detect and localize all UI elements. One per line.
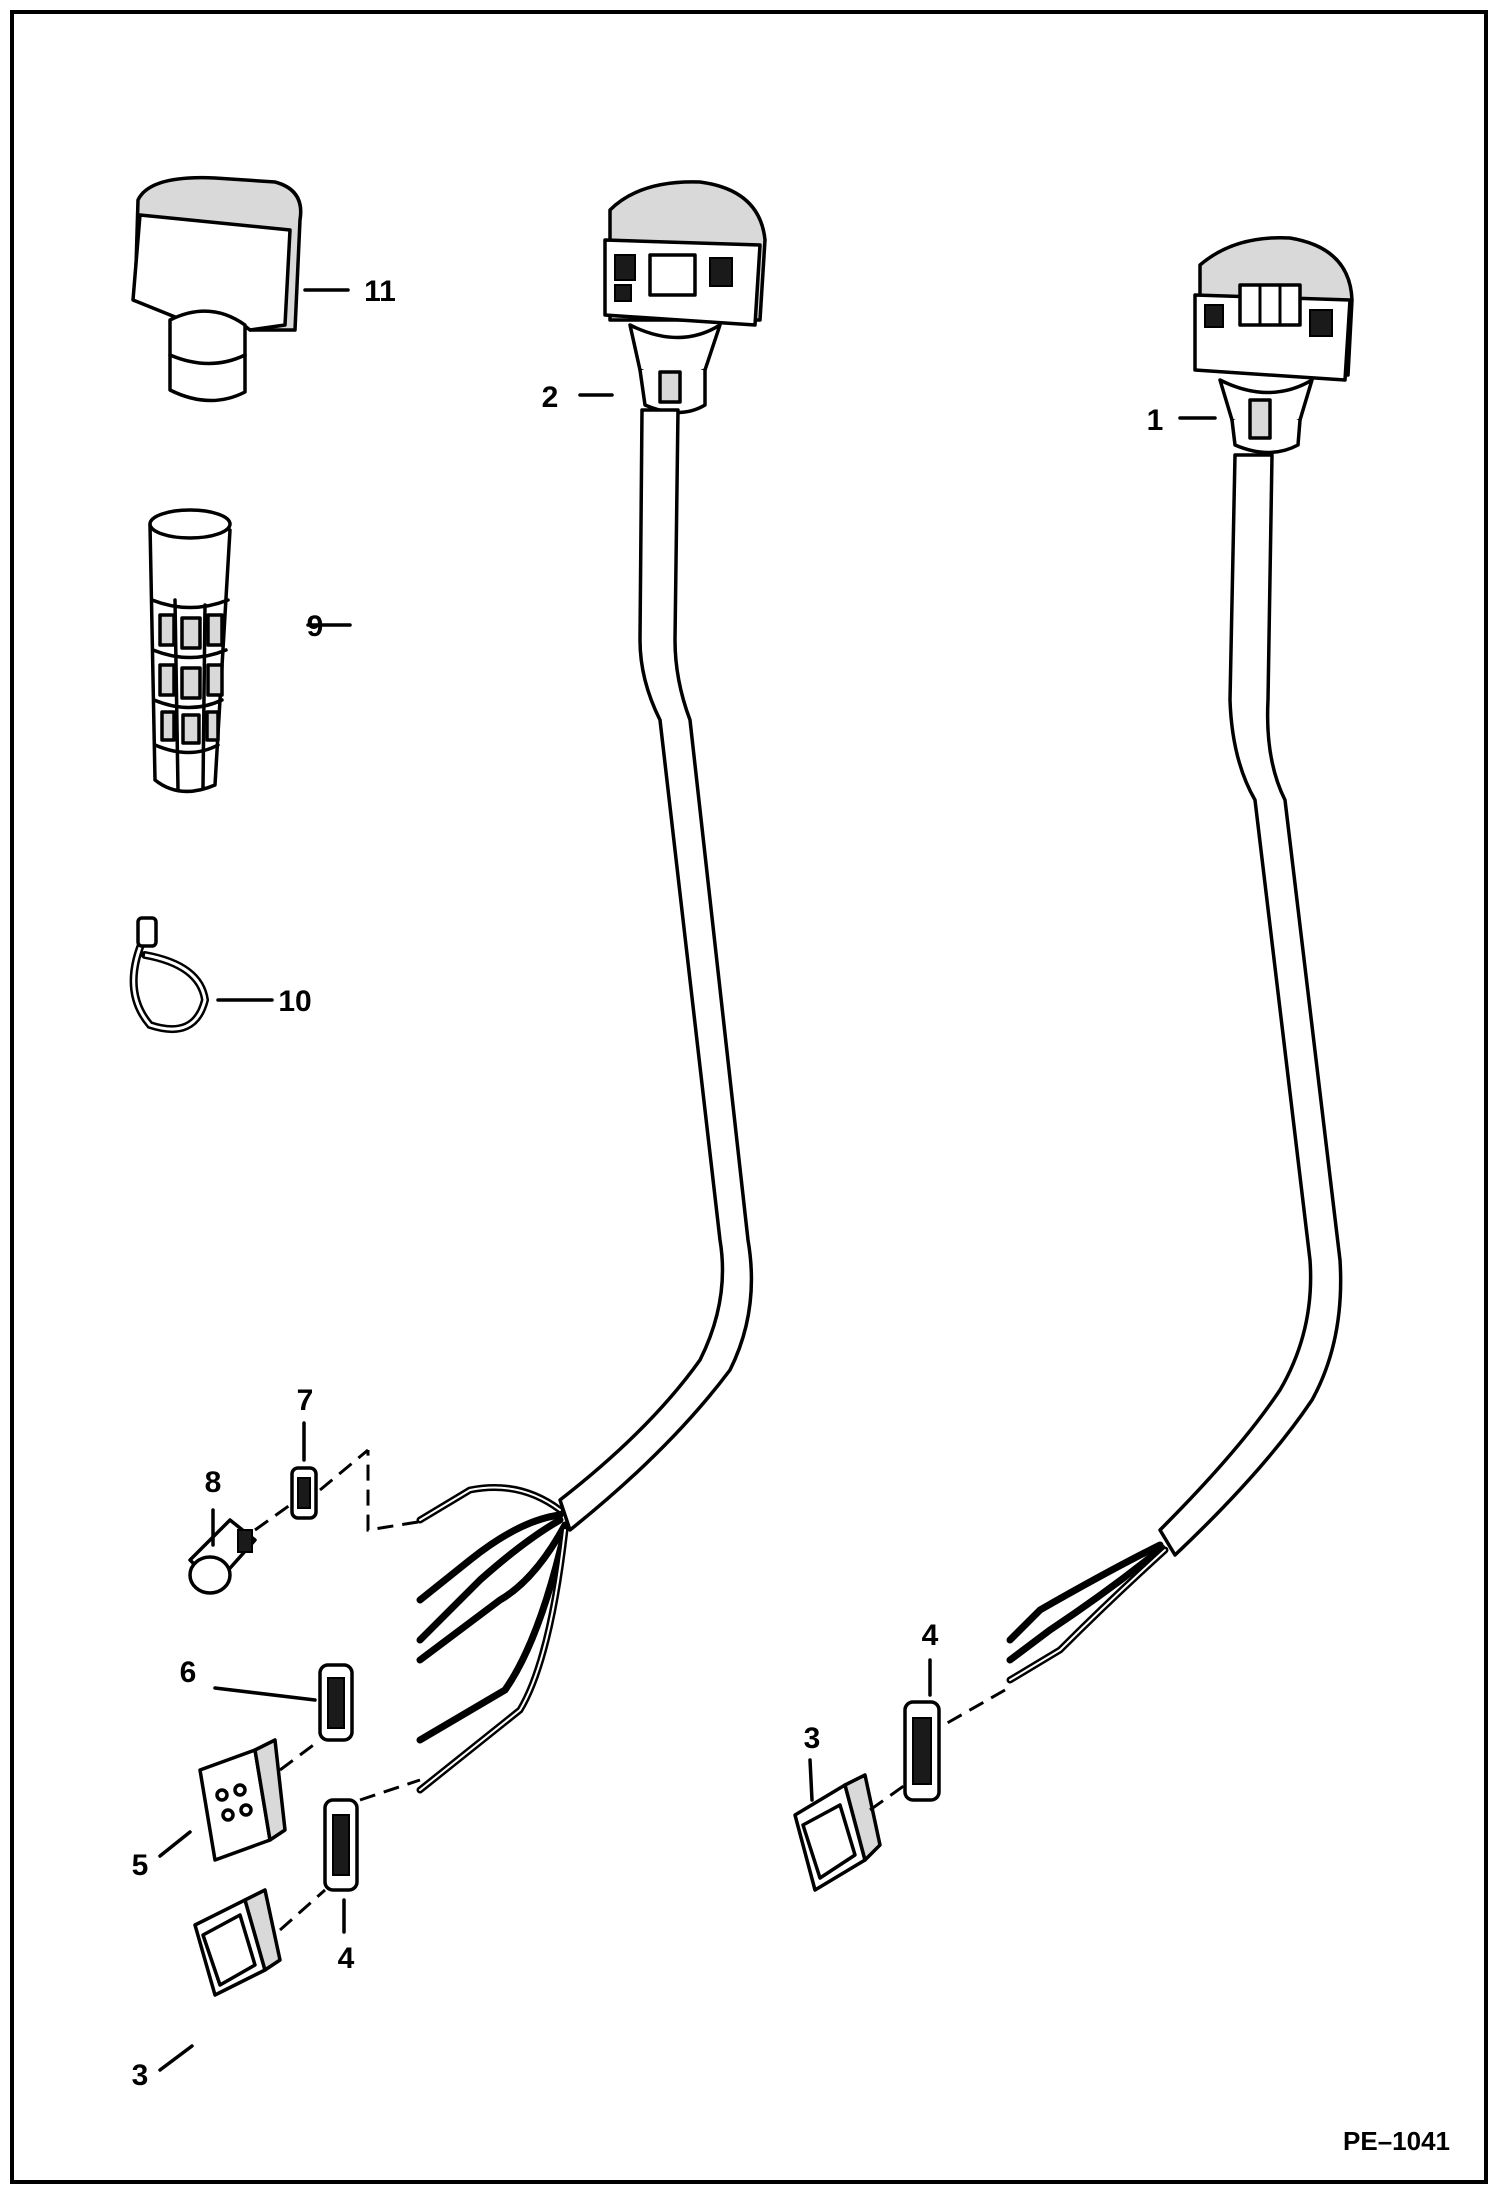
callout-2: 2	[542, 381, 559, 414]
callout-8: 8	[205, 1466, 222, 1499]
clamp-part	[129, 916, 210, 1033]
handle-assembly-1	[934, 235, 1354, 1732]
reference-code: PE–1041	[1343, 2126, 1450, 2156]
callout-5: 5	[132, 1849, 149, 1882]
seal-4-right-part	[903, 1700, 941, 1802]
callout-1: 1	[1147, 404, 1164, 437]
callout-9: 9	[307, 610, 324, 643]
handle-assembly-2	[366, 180, 767, 1794]
page-border	[10, 10, 1488, 2184]
grip-part	[148, 508, 232, 794]
connector-3-right-part	[793, 1773, 906, 1892]
callout-4-right: 4	[922, 1619, 939, 1652]
connector-5-part	[198, 1738, 321, 1862]
callout-7: 7	[297, 1384, 314, 1417]
callout-11: 11	[364, 275, 396, 308]
callout-3-right: 3	[804, 1722, 821, 1755]
leader-lines	[158, 288, 1217, 2072]
seal-4-left-part	[323, 1778, 421, 1892]
handle-cap-part	[131, 175, 303, 403]
connector-3-left-part	[193, 1888, 326, 1997]
seal-6-part	[318, 1663, 354, 1742]
callout-4-left: 4	[338, 1942, 355, 1975]
pin-7-part	[290, 1448, 369, 1520]
callout-6: 6	[180, 1656, 197, 1689]
callout-3-left: 3	[132, 2059, 149, 2092]
callout-10: 10	[278, 985, 311, 1018]
connector-8-part	[188, 1503, 291, 1595]
